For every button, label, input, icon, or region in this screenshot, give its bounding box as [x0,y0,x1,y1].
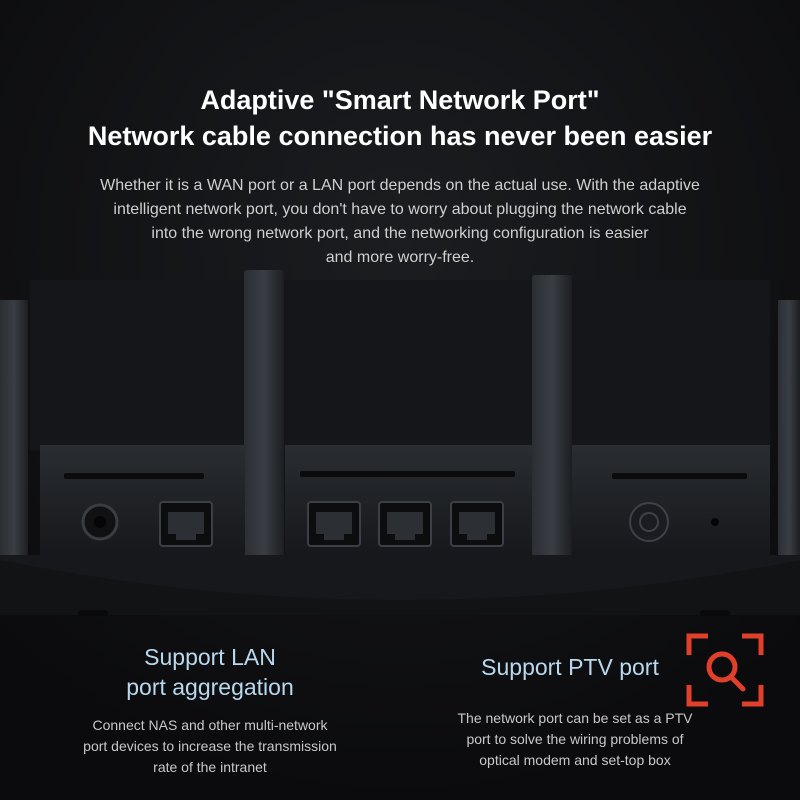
antenna-left-outer [0,300,28,558]
magnifier-zoom-icon[interactable] [686,633,764,707]
intro-line-4: and more worry-free. [325,249,475,266]
mesh-button [629,502,669,542]
ethernet-port-1 [159,501,213,547]
lan-aggregation-description: Connect NAS and other multi-network port… [40,715,380,778]
antenna-right [532,275,572,560]
ptv-desc-line-1: The network port can be set as a PTV [457,710,693,726]
lan-title-line-2: port aggregation [126,674,294,700]
intro-paragraph: Whether it is a WAN port or a LAN port d… [20,174,780,270]
headline-line-1: Adaptive "Smart Network Port" [200,85,600,115]
antenna-left [244,270,284,560]
lan-desc-line-1: Connect NAS and other multi-network [92,717,328,733]
router-back-panel [40,445,245,560]
ethernet-port-3 [378,501,432,547]
lan-desc-line-3: rate of the intranet [153,759,267,775]
intro-line-2: intelligent network port, you don't have… [113,201,687,218]
intro-line-1: Whether it is a WAN port or a LAN port d… [100,177,700,194]
ethernet-port-2 [307,501,361,547]
ptv-port-description: The network port can be set as a PTV por… [415,708,735,771]
antenna-right-outer [778,300,800,558]
headline-line-2: Network cable connection has never been … [87,121,713,151]
ethernet-port-4 [450,501,504,547]
ptv-port-title: Support PTV port [481,654,659,680]
reset-hole [711,518,719,526]
lan-title-line-1: Support LAN [144,644,276,670]
intro-line-3: into the wrong network port, and the net… [151,225,649,242]
router-top-panel [30,280,770,450]
ptv-desc-line-3: optical modem and set-top box [479,752,671,768]
ptv-desc-line-2: port to solve the wiring problems of [466,731,684,747]
lan-aggregation-title: Support LAN port aggregation [70,642,350,702]
lan-desc-line-2: port devices to increase the transmissio… [83,738,337,754]
headline: Adaptive "Smart Network Port" Network ca… [0,82,800,154]
